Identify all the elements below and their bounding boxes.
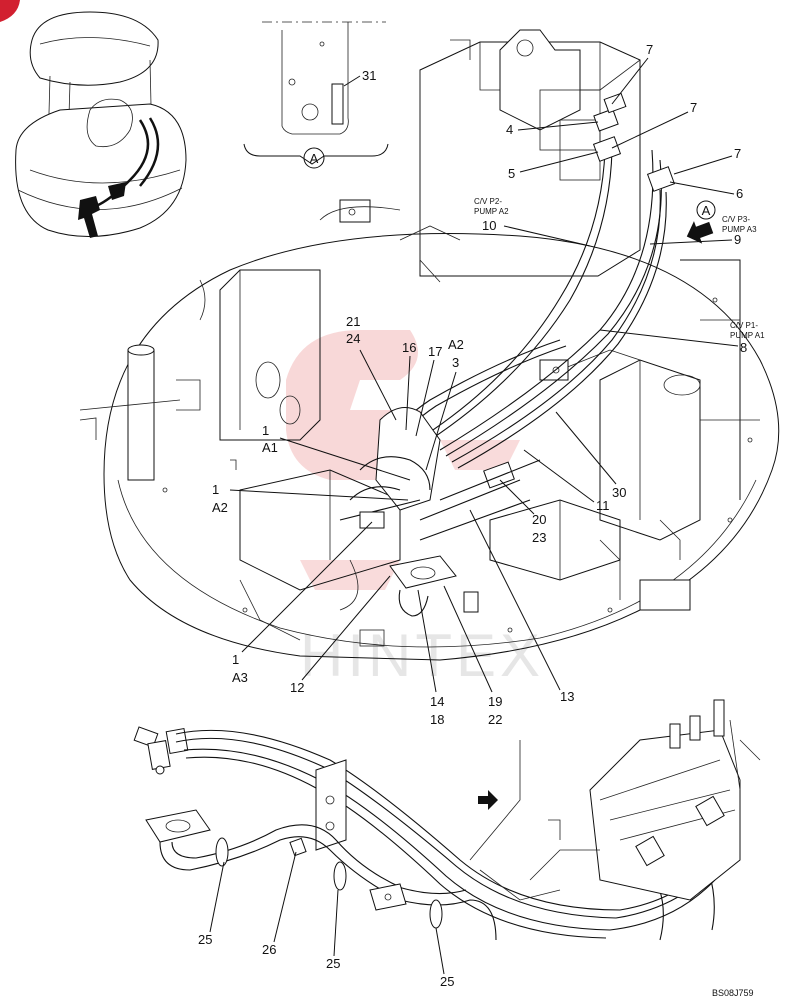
detail-part-31: 31 xyxy=(362,68,376,83)
callout-11: 11 xyxy=(596,498,610,513)
callout-1-a1-sub: A1 xyxy=(262,440,278,455)
callout-3: 3 xyxy=(452,355,459,370)
pump-label-p3-line2: PUMP A3 xyxy=(722,225,757,234)
callout-1-a3: 1 xyxy=(232,652,239,667)
pump-label-p3-line1: C/V P3- xyxy=(722,215,750,224)
callout-20: 20 xyxy=(532,512,546,527)
callout-6: 6 xyxy=(736,186,743,201)
callout-1-a2: 1 xyxy=(212,482,219,497)
callout-a2-top: A2 xyxy=(448,337,464,352)
callout-8: 8 xyxy=(740,340,747,355)
pump-label-p1-line1: C/V P1- xyxy=(730,321,758,330)
view-arrow-letter: A xyxy=(702,203,711,218)
callout-24: 24 xyxy=(346,331,360,346)
detail-view-letter: A xyxy=(310,151,319,166)
callout-4: 4 xyxy=(506,122,513,137)
callout-7-middle: 7 xyxy=(690,100,697,115)
main-hoses xyxy=(339,92,676,617)
pump-label-p1-line2: PUMP A1 xyxy=(730,331,765,340)
callout-5: 5 xyxy=(508,166,515,181)
callout-18: 18 xyxy=(430,712,444,727)
callout-17: 17 xyxy=(428,344,442,359)
callout-12: 12 xyxy=(290,680,304,695)
drawing-reference: BS08J759 xyxy=(712,988,754,998)
callout-7-top: 7 xyxy=(646,42,653,57)
callout-1-a1: 1 xyxy=(262,423,269,438)
callout-25-middle: 25 xyxy=(326,956,340,971)
callout-21: 21 xyxy=(346,314,360,329)
callout-1-a2-sub: A2 xyxy=(212,500,228,515)
callout-30: 30 xyxy=(612,485,626,500)
watermark-text: HINTEX xyxy=(300,622,544,689)
callout-19: 19 xyxy=(488,694,502,709)
lower-callouts: 25 26 25 25 xyxy=(198,851,454,989)
callout-9: 9 xyxy=(734,232,741,247)
callout-26: 26 xyxy=(262,942,276,957)
corner-mark xyxy=(0,0,20,22)
pump-label-p2-line1: C/V P2- xyxy=(474,197,502,206)
upper-frame xyxy=(79,29,780,661)
main-callouts: 7 4 7 5 7 6 C/V P2- PUMP A2 10 A C/V P3-… xyxy=(212,42,765,727)
callout-25-left: 25 xyxy=(198,932,212,947)
callout-16: 16 xyxy=(402,340,416,355)
callout-1-a3-sub: A3 xyxy=(232,670,248,685)
machine-thumbnail xyxy=(15,11,187,238)
callout-13: 13 xyxy=(560,689,574,704)
callout-22: 22 xyxy=(488,712,502,727)
callout-23: 23 xyxy=(532,530,546,545)
callout-14: 14 xyxy=(430,694,444,709)
lower-hose-detail xyxy=(133,699,761,941)
pump-label-p2-line2: PUMP A2 xyxy=(474,207,509,216)
callout-25-right: 25 xyxy=(440,974,454,989)
detail-a-view: 31 A xyxy=(243,21,389,169)
callout-10: 10 xyxy=(482,218,496,233)
callout-7-right: 7 xyxy=(734,146,741,161)
